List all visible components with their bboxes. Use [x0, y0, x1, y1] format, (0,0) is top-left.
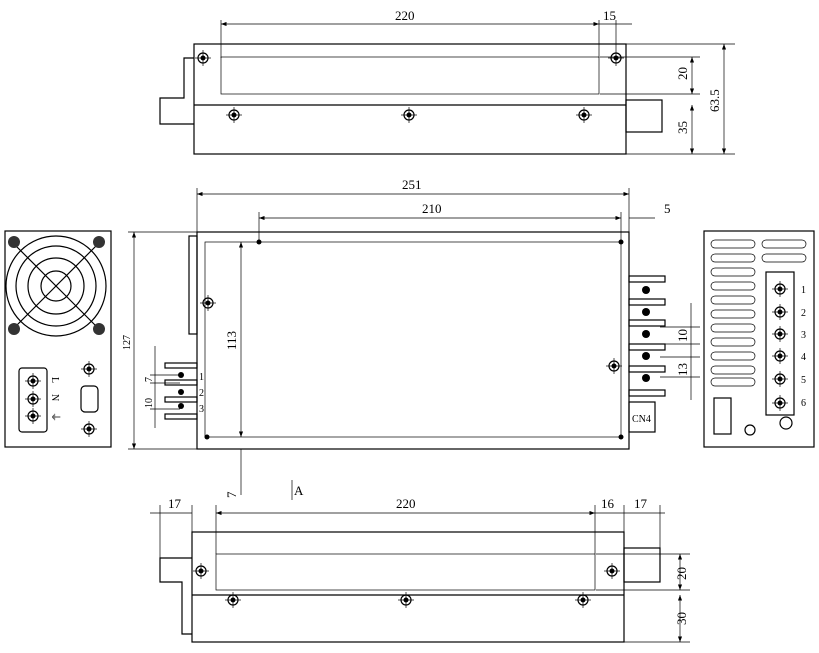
- out-terminal-5: 5: [801, 375, 806, 386]
- right-end-panel: 1 2 3 4 5 6: [703, 230, 815, 448]
- dim-210: 210: [422, 201, 442, 216]
- top-view: 220 15 20 63.5 35: [159, 8, 735, 155]
- pin-1: 1: [199, 372, 204, 383]
- output-terminals: CN4 10 13: [628, 275, 700, 433]
- out-terminal-1: 1: [801, 285, 806, 296]
- section-label-a: A: [294, 483, 304, 498]
- input-pins: 1 2 3 7 10: [144, 346, 204, 428]
- terminal-l: L: [49, 377, 60, 383]
- terminal-n: N: [49, 394, 60, 401]
- dim-63-5: 63.5: [707, 89, 722, 112]
- dim-15: 15: [603, 8, 616, 23]
- dim-30: 30: [674, 612, 689, 625]
- out-terminal-2: 2: [801, 308, 806, 319]
- pin-3: 3: [199, 404, 204, 415]
- dim-251: 251: [402, 177, 422, 192]
- dim-35: 35: [675, 121, 690, 134]
- connector-icon: [713, 397, 732, 435]
- dim-113: 113: [224, 331, 239, 350]
- terminal-ground: ⏚: [49, 412, 61, 422]
- switch-icon: [80, 385, 99, 413]
- dim-13-out: 13: [675, 363, 690, 376]
- dim-220: 220: [395, 8, 415, 23]
- connector-cn4: CN4: [632, 414, 651, 425]
- front-view: 251 210 5 127 113 7 A 1 2 3 7 10: [122, 177, 700, 500]
- left-end-panel: L N ⏚: [4, 230, 112, 448]
- dim-10-pins: 10: [144, 398, 155, 408]
- fan-icon: [5, 235, 107, 337]
- out-terminal-3: 3: [801, 330, 806, 341]
- dim-16: 16: [601, 496, 615, 511]
- pin-2: 2: [199, 388, 204, 399]
- dim-20-bottom: 20: [674, 567, 689, 580]
- dim-7-bottom: 7: [224, 491, 239, 498]
- bottom-view: 17 220 16 17 20 30: [150, 496, 690, 643]
- dim-17-right: 17: [634, 496, 648, 511]
- dim-17-left: 17: [168, 496, 182, 511]
- dim-5: 5: [664, 201, 671, 216]
- dim-20: 20: [675, 67, 690, 80]
- dim-7-pins: 7: [144, 377, 155, 382]
- dim-127: 127: [122, 335, 133, 350]
- dim-10-out: 10: [675, 329, 690, 342]
- out-terminal-6: 6: [801, 398, 806, 409]
- out-terminal-4: 4: [801, 352, 806, 363]
- dim-220-bottom: 220: [396, 496, 416, 511]
